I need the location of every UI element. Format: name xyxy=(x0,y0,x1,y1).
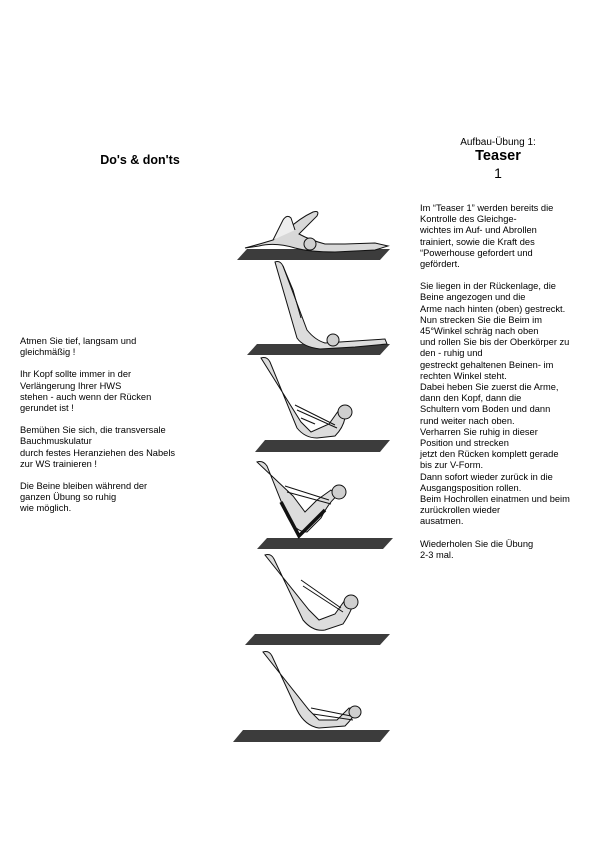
description-paragraph-1: Im “Teaser 1” werden bereits die Kontrol… xyxy=(420,203,554,270)
figure-step-2 xyxy=(247,261,390,355)
dos-paragraph-1: Atmen Sie tief, langsam und gleichmäßig … xyxy=(20,336,137,358)
exercise-number: 1 xyxy=(494,165,502,181)
exercise-header: Aufbau-Übung 1: Teaser 1 xyxy=(418,137,578,182)
exercise-mat xyxy=(237,249,390,260)
exercise-mat xyxy=(233,730,390,742)
figure-step-1 xyxy=(237,211,390,260)
description-paragraph-2: Sie liegen in der Rückenlage, die Beine … xyxy=(420,281,570,527)
dos-donts-title: Do's & don'ts xyxy=(100,153,180,167)
figure-step-5 xyxy=(245,554,390,645)
exercise-title: Teaser xyxy=(475,148,521,164)
exercise-description: Im “Teaser 1” werden bereits die Kontrol… xyxy=(420,203,590,572)
exercise-subtitle: Aufbau-Übung 1: xyxy=(460,137,536,148)
dos-paragraph-4: Die Beine bleiben während der ganzen Übu… xyxy=(20,481,148,514)
description-paragraph-3: Wiederholen Sie die Übung 2-3 mal. xyxy=(420,538,534,560)
exercise-mat xyxy=(255,440,390,452)
dos-paragraph-2: Ihr Kopf sollte immer in der Verlängerun… xyxy=(20,369,152,414)
exercise-mat xyxy=(245,634,390,645)
exercise-mat xyxy=(257,538,393,549)
figure-step-6 xyxy=(233,651,390,742)
dos-paragraph-3: Bemühen Sie sich, die transversale Bauch… xyxy=(20,425,176,469)
figure-step-3 xyxy=(255,357,390,452)
exercise-illustrations xyxy=(233,211,393,742)
figure-step-4 xyxy=(256,461,393,549)
dos-donts-text: Atmen Sie tief, langsam und gleichmäßig … xyxy=(20,336,205,526)
